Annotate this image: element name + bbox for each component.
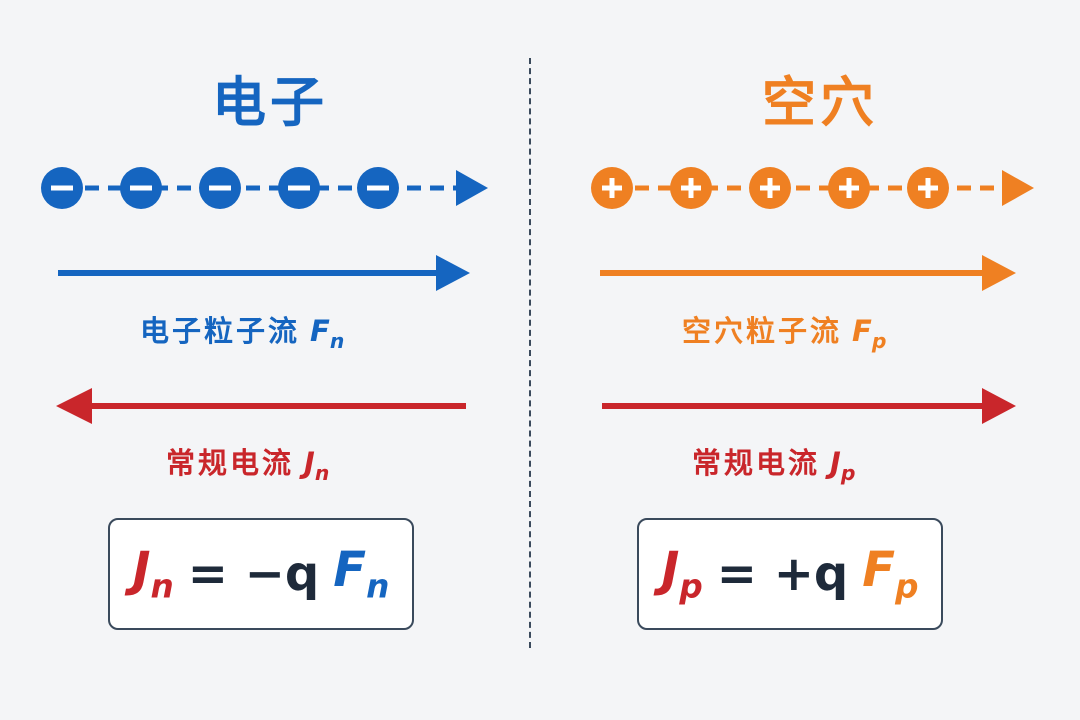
center-divider (529, 58, 531, 648)
hole-particle (749, 167, 791, 209)
electron-particle (357, 167, 399, 209)
hole-current-symbol: Jp (830, 446, 856, 486)
hole-panel: 空穴 空穴粒子流 Fp 常规电流 Jp Jp = +q Fp (540, 0, 1080, 720)
electron-flow-text: 电子粒子流 (140, 314, 301, 348)
hole-particle (828, 167, 870, 209)
electron-particle (41, 167, 83, 209)
hole-formula-operator: = +q (716, 546, 849, 602)
electron-title: 电子 (212, 71, 328, 134)
electron-current-label: 常规电流 Jn (166, 440, 329, 485)
electron-flow-label: 电子粒子流 Fn (140, 308, 344, 353)
hole-flow-arrow (600, 255, 1016, 291)
electron-formula-lhs: Jn (132, 542, 174, 606)
hole-flow-text: 空穴粒子流 (682, 314, 843, 348)
electron-current-arrow (56, 388, 466, 424)
hole-current-arrow (602, 388, 1016, 424)
hole-particle (591, 167, 633, 209)
hole-current-label: 常规电流 Jp (692, 440, 855, 485)
hole-formula-lhs: Jp (661, 542, 703, 606)
electron-panel: 电子 电子粒子流 Fn 常规电流 Jn Jn = −q Fn (108, 71, 414, 630)
hole-particle (670, 167, 712, 209)
electron-flow-arrow (58, 255, 470, 291)
electron-particle-chain (41, 167, 488, 209)
hole-particle-chain (591, 167, 1034, 209)
hole-formula-rhs: Fp (862, 542, 919, 606)
electron-formula-rhs: Fn (333, 542, 390, 606)
hole-formula-box: Jp = +q Fp (637, 518, 943, 630)
hole-chain-arrowhead (1002, 170, 1034, 206)
electron-flow-symbol: Fn (310, 314, 345, 354)
electron-current-text: 常规电流 (166, 446, 295, 480)
electron-particle (120, 167, 162, 209)
electron-chain-arrowhead (456, 170, 488, 206)
hole-particle (907, 167, 949, 209)
hole-current-text: 常规电流 (692, 446, 821, 480)
hole-flow-symbol: Fp (852, 314, 887, 354)
electron-formula-box: Jn = −q Fn (108, 518, 414, 630)
electron-particle (278, 167, 320, 209)
electron-formula-operator: = −q (187, 546, 320, 602)
hole-flow-label: 空穴粒子流 Fp (682, 308, 886, 353)
hole-title: 空穴 (762, 71, 878, 134)
electron-current-symbol: Jn (304, 446, 330, 486)
electron-particle (199, 167, 241, 209)
